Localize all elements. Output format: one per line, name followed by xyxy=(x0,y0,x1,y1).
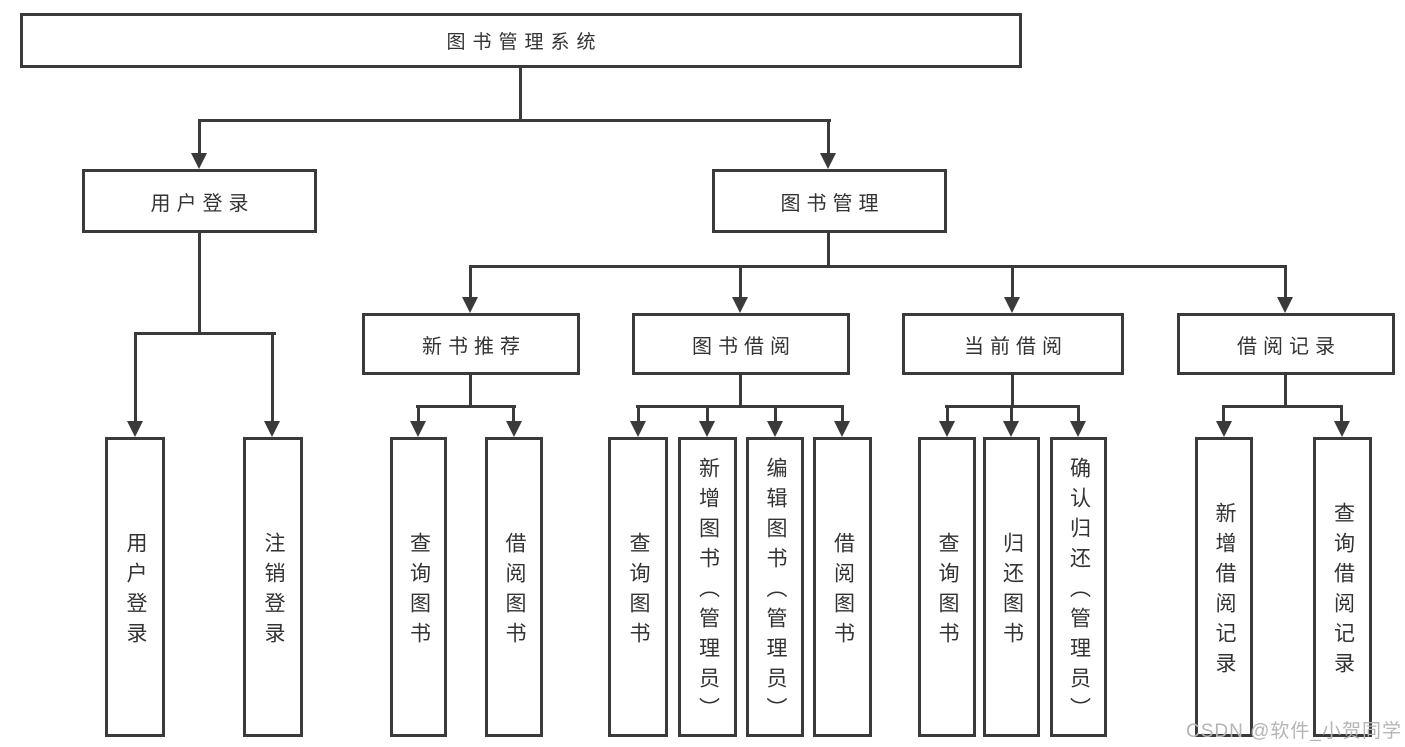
leaf-add-book-admin-label: 新增图书（管理员） xyxy=(696,456,720,727)
leaf-return-books-label: 归还图书 xyxy=(1000,531,1024,652)
leaf-user-login-label: 用户登录 xyxy=(124,531,147,652)
arrowhead-borrow-records-icon xyxy=(1277,297,1293,313)
leaf-add-book-admin: 新增图书（管理员） xyxy=(678,437,737,737)
connector-borrow-records-stem xyxy=(1284,375,1287,408)
connector-new-book-stem xyxy=(469,375,472,408)
connector-to-user-login xyxy=(198,119,201,155)
leaf-current-query-books: 查询图书 xyxy=(918,437,976,737)
connector-book-borrow-split xyxy=(636,405,844,408)
connector-new-book-split xyxy=(416,405,516,408)
connector-to-borrow-records xyxy=(1284,265,1287,297)
leaf-edit-book-admin-label: 编辑图书（管理员） xyxy=(764,456,787,727)
connector-book-borrow-stem xyxy=(739,375,742,408)
connector-user-login-stem xyxy=(198,233,201,335)
leaf-confirm-return-admin-label: 确认归还（管理员） xyxy=(1067,456,1091,727)
leaf-user-login: 用户登录 xyxy=(105,437,165,737)
connector-to-book-management xyxy=(827,119,830,155)
arrowhead-leaf-icon xyxy=(1216,421,1232,437)
arrowhead-leaf-logout-icon xyxy=(264,421,280,437)
leaf-newbook-query-books-label: 查询图书 xyxy=(407,531,431,652)
arrowhead-leaf-login-icon xyxy=(127,421,143,437)
leaf-add-borrow-record-label: 新增借阅记录 xyxy=(1213,501,1236,682)
node-root-label: 图书管理系统 xyxy=(446,32,603,53)
connector-leaf xyxy=(417,405,420,423)
connector-to-leaf-logout xyxy=(271,332,274,421)
connector-l1-split xyxy=(198,119,831,122)
node-book-management-label: 图书管理 xyxy=(780,192,885,215)
connector-user-login-split xyxy=(134,332,276,335)
connector-leaf xyxy=(512,405,515,423)
node-user-login: 用户登录 xyxy=(82,169,317,233)
arrowhead-leaf-icon xyxy=(410,421,426,437)
arrowhead-leaf-icon xyxy=(939,421,955,437)
node-current-borrow: 当前借阅 xyxy=(902,313,1124,375)
arrowhead-leaf-icon xyxy=(1003,421,1019,437)
leaf-newbook-query-books: 查询图书 xyxy=(390,437,447,737)
arrowhead-current-borrow-icon xyxy=(1004,297,1020,313)
connector-leaf xyxy=(1077,405,1080,423)
connector-leaf xyxy=(1222,405,1225,423)
leaf-confirm-return-admin: 确认归还（管理员） xyxy=(1050,437,1107,737)
node-new-book-recommend: 新书推荐 xyxy=(362,313,580,375)
connector-l3-split xyxy=(469,265,1287,268)
connector-leaf xyxy=(637,405,640,423)
connector-leaf xyxy=(774,405,777,423)
arrowhead-leaf-icon xyxy=(834,421,850,437)
node-user-login-label: 用户登录 xyxy=(150,192,255,215)
arrowhead-user-login-icon xyxy=(191,153,207,169)
arrowhead-new-book-icon xyxy=(462,297,478,313)
arrowhead-book-borrow-icon xyxy=(732,297,748,313)
arrowhead-leaf-icon xyxy=(699,421,715,437)
arrowhead-leaf-icon xyxy=(630,421,646,437)
arrowhead-book-management-icon xyxy=(820,153,836,169)
arrowhead-leaf-icon xyxy=(1070,421,1086,437)
leaf-newbook-borrow-books-label: 借阅图书 xyxy=(503,531,526,652)
connector-leaf xyxy=(946,405,949,423)
leaf-return-books: 归还图书 xyxy=(983,437,1040,737)
arrowhead-leaf-icon xyxy=(767,421,783,437)
connector-to-current-borrow xyxy=(1011,265,1014,297)
connector-leaf xyxy=(841,405,844,423)
connector-to-book-borrow xyxy=(739,265,742,297)
leaf-logout-label: 注销登录 xyxy=(262,531,285,652)
node-borrow-records-label: 借阅记录 xyxy=(1237,335,1341,358)
arrowhead-leaf-icon xyxy=(506,421,522,437)
connector-current-borrow-stem xyxy=(1011,375,1014,408)
node-book-management: 图书管理 xyxy=(712,169,947,233)
arrowhead-leaf-icon xyxy=(1334,421,1350,437)
leaf-borrow-books-label: 借阅图书 xyxy=(831,531,855,652)
node-borrow-records: 借阅记录 xyxy=(1177,313,1395,375)
leaf-borrow-books: 借阅图书 xyxy=(813,437,872,737)
connector-book-management-stem xyxy=(827,233,830,268)
node-book-borrow-label: 图书借阅 xyxy=(692,335,796,358)
connector-leaf xyxy=(1010,405,1013,423)
connector-to-leaf-login xyxy=(134,332,137,421)
connector-leaf xyxy=(706,405,709,423)
csdn-watermark: CSDN @软件_小贺同学 xyxy=(1186,721,1402,742)
leaf-logout: 注销登录 xyxy=(243,437,303,737)
node-book-borrow: 图书借阅 xyxy=(632,313,850,375)
connector-leaf xyxy=(1340,405,1343,423)
connector-to-new-book xyxy=(469,265,472,297)
leaf-add-borrow-record: 新增借阅记录 xyxy=(1195,437,1253,737)
connector-borrow-records-split xyxy=(1222,405,1343,408)
node-current-borrow-label: 当前借阅 xyxy=(964,335,1068,358)
leaf-edit-book-admin: 编辑图书（管理员） xyxy=(746,437,804,737)
leaf-borrow-query-books: 查询图书 xyxy=(608,437,668,737)
node-new-book-recommend-label: 新书推荐 xyxy=(422,335,526,358)
connector-root-stem xyxy=(519,68,522,122)
node-root: 图书管理系统 xyxy=(20,13,1022,68)
leaf-current-query-books-label: 查询图书 xyxy=(936,531,959,652)
leaf-borrow-query-books-label: 查询图书 xyxy=(627,531,650,652)
leaf-query-borrow-record: 查询借阅记录 xyxy=(1313,437,1372,737)
leaf-query-borrow-record-label: 查询借阅记录 xyxy=(1331,501,1355,682)
leaf-newbook-borrow-books: 借阅图书 xyxy=(485,437,543,737)
